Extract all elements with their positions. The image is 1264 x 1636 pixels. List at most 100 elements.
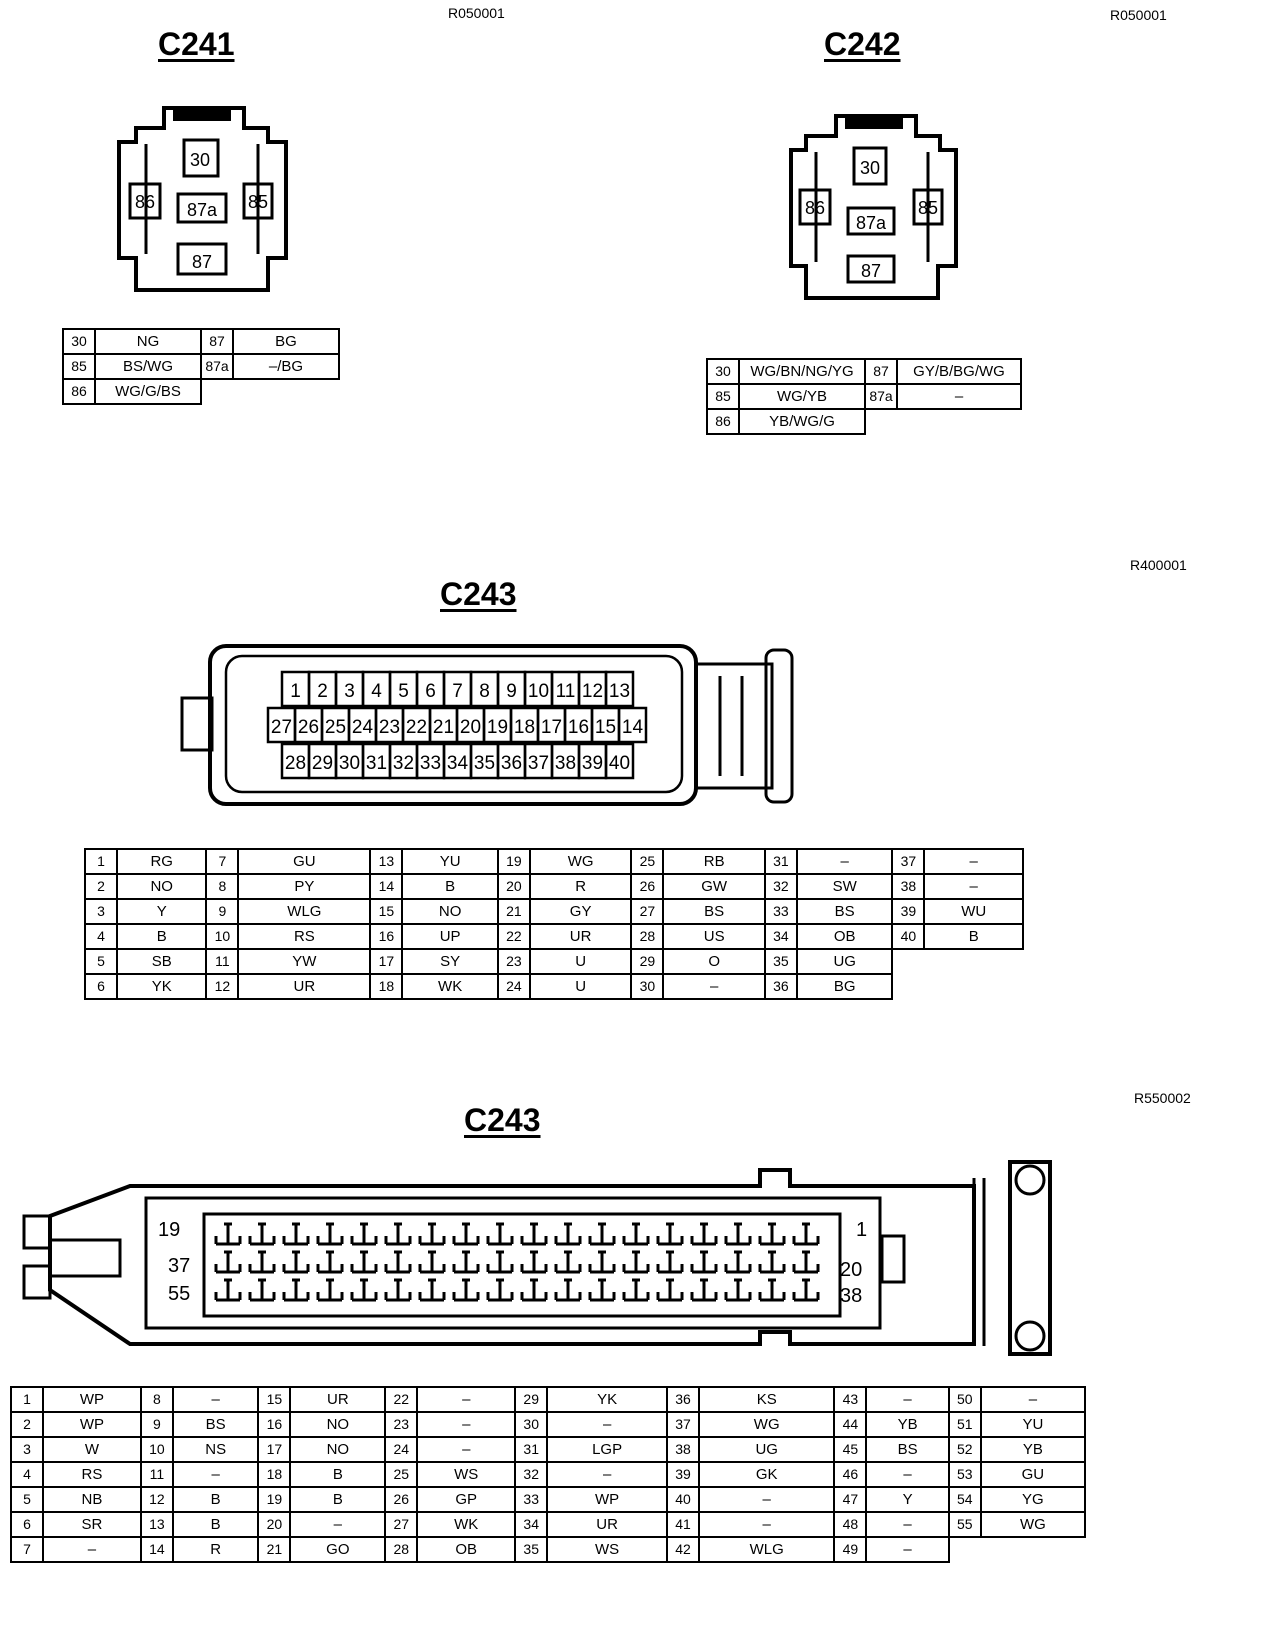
wire-color: GK	[698, 1461, 836, 1488]
pin-number: 7	[205, 848, 240, 875]
pin-number: 45	[833, 1436, 868, 1463]
wire-color: US	[662, 923, 766, 950]
wire-color: WLG	[698, 1536, 836, 1563]
pin-number: 38	[666, 1436, 701, 1463]
pin-number-label: 23	[379, 717, 400, 738]
terminal-icon	[418, 1278, 446, 1302]
wire-color: WG/YB	[738, 383, 866, 410]
wire-color: –	[865, 1461, 950, 1488]
c241-pin-label: 86	[135, 192, 155, 212]
pin-number: 25	[384, 1461, 419, 1488]
pin-number-label: 21	[433, 717, 454, 738]
terminal-icon	[418, 1222, 446, 1246]
c241-pin-label: 30	[190, 150, 210, 170]
pin-number: 31	[763, 848, 798, 875]
terminal-icon	[248, 1278, 276, 1302]
wire-color: U	[528, 948, 633, 975]
pin-number-label: 37	[528, 753, 549, 774]
wire-color: –	[416, 1436, 517, 1463]
terminal-icon	[486, 1278, 514, 1302]
pin-number: 6	[10, 1511, 44, 1538]
wire-color: UR	[237, 973, 372, 1000]
wire-color: UP	[401, 923, 499, 950]
pin-number: 14	[139, 1536, 174, 1563]
terminal-icon	[486, 1222, 514, 1246]
wire-color: Y	[865, 1486, 950, 1513]
wire-color: W	[42, 1436, 142, 1463]
wire-color: WG	[979, 1511, 1087, 1538]
pin-number-label: 8	[479, 681, 490, 702]
pin-number: 16	[369, 923, 404, 950]
pin-number-label: 16	[568, 717, 589, 738]
wire-color: BS/WG	[94, 353, 202, 380]
terminal-icon	[622, 1222, 650, 1246]
pin-number: 13	[369, 848, 404, 875]
pin-number: 37	[666, 1411, 701, 1438]
pin-number: 42	[666, 1536, 701, 1563]
pin-number: 49	[833, 1536, 868, 1563]
terminal-icon	[350, 1250, 378, 1274]
pin-number: 53	[947, 1461, 982, 1488]
pin-number: 40	[666, 1486, 701, 1513]
c242-wire-table: 30 WG/BN/NG/YG 87 GY/B/BG/WG 85 WG/YB 87…	[706, 358, 1022, 435]
c241-pin-label: 87	[192, 252, 212, 272]
c241-pin-85	[242, 182, 274, 220]
pin-number: 17	[257, 1436, 292, 1463]
pin-number-label: 24	[352, 717, 374, 738]
pin-label-55: 55	[168, 1283, 190, 1305]
wire-color: WS	[546, 1536, 669, 1563]
pin-number-label: 29	[312, 753, 333, 774]
pin-number-label: 7	[452, 681, 463, 702]
terminal-icon	[316, 1250, 344, 1274]
wire-color: –	[923, 848, 1024, 875]
c243-40-reference-code: R400001	[1130, 557, 1187, 573]
wire-color: –	[865, 1386, 950, 1413]
pin-number: 26	[384, 1486, 419, 1513]
wire-color: B	[401, 873, 499, 900]
terminal-icon	[758, 1250, 786, 1274]
terminal-icon	[384, 1222, 412, 1246]
wire-color: SW	[795, 873, 894, 900]
c241-pin-87a	[176, 192, 228, 224]
terminal-icon	[622, 1250, 650, 1274]
pin-number-label: 32	[393, 753, 414, 774]
pin-number: 33	[514, 1486, 549, 1513]
c243-55-reference-code: R550002	[1134, 1090, 1191, 1106]
pin-number: 35	[763, 948, 798, 975]
wire-color: YW	[237, 948, 372, 975]
c242-pin-86	[798, 188, 832, 226]
pin-number-label: 17	[541, 717, 562, 738]
wire-color: WLG	[237, 898, 372, 925]
wire-color: –	[979, 1386, 1087, 1413]
wire-color: –	[289, 1511, 387, 1538]
mounting-hole-icon	[1014, 1164, 1046, 1196]
pin-number: 25	[630, 848, 665, 875]
pin-number-label: 6	[425, 681, 436, 702]
wire-color: NB	[42, 1486, 142, 1513]
wire-color: KS	[698, 1386, 836, 1413]
pin-number-label: 34	[447, 753, 469, 774]
pin-number-label: 3	[344, 681, 355, 702]
c241-title: C241	[158, 26, 235, 62]
wire-color: NO	[289, 1411, 387, 1438]
wire-color: R	[171, 1536, 260, 1563]
pin-number: 85	[706, 383, 740, 410]
wire-color: –	[42, 1536, 142, 1563]
c241-wire-table: 30 NG 87 BG 85 BS/WG 87a –/BG 86 WG/G/BS	[62, 328, 340, 405]
pin-number: 5	[10, 1486, 44, 1513]
pin-number: 27	[630, 898, 665, 925]
pin-number: 3	[84, 898, 118, 925]
pin-number: 8	[205, 873, 240, 900]
wire-color: –	[865, 1536, 950, 1563]
pin-number-label: 35	[474, 753, 495, 774]
terminal-icon	[622, 1278, 650, 1302]
terminal-icon	[758, 1222, 786, 1246]
wire-color: –	[416, 1411, 517, 1438]
pin-number-label: 27	[271, 717, 292, 738]
pin-number-label: 15	[595, 717, 616, 738]
wire-color: UR	[546, 1511, 669, 1538]
pin-number: 21	[257, 1536, 292, 1563]
